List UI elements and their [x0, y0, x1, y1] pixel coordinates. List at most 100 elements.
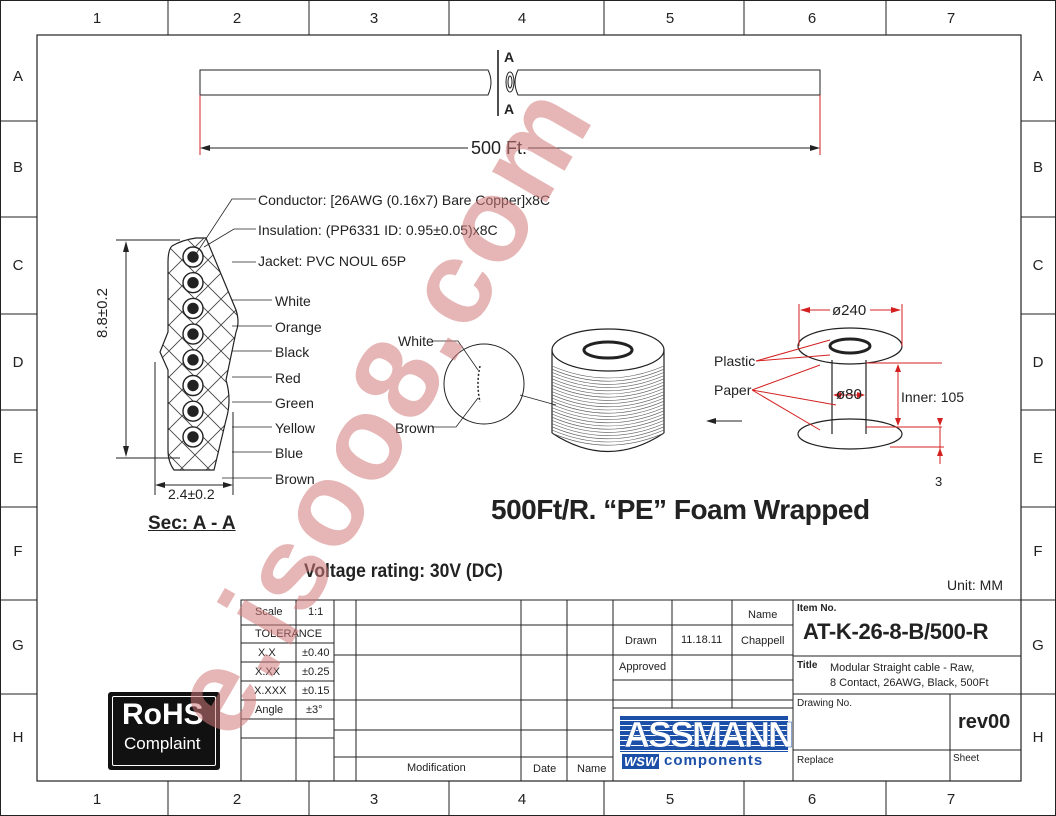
reel-winding [551, 378, 665, 392]
packaging-caption: 500Ft/R. “PE” Foam Wrapped [491, 494, 870, 525]
conductor-core [187, 302, 199, 315]
outer-diameter: ø240 [832, 302, 867, 319]
reel-winding [551, 365, 665, 379]
row-letter: H [1032, 729, 1044, 746]
item-number: AT-K-26-8-B/500-R [803, 619, 989, 644]
tolerance-row-value: ±0.15 [302, 685, 330, 697]
reel-winding [551, 432, 665, 446]
reel-winding [551, 368, 665, 382]
tolerance-row-value: ±3° [306, 704, 323, 716]
column-number: 1 [92, 10, 102, 27]
rohs-subtitle: Complaint [124, 734, 201, 753]
reel-winding [551, 375, 665, 388]
column-number: 4 [517, 791, 527, 808]
conductor-core [187, 354, 199, 366]
reel-winding [551, 420, 665, 433]
reel-winding [551, 407, 665, 420]
replace-label: Replace [797, 755, 834, 766]
revision: rev00 [958, 711, 1011, 733]
row-letter: D [12, 354, 24, 371]
approved-label: Approved [619, 661, 667, 673]
modification-label: Modification [407, 762, 466, 774]
drawn-name: Chappell [741, 635, 785, 647]
row-letter: E [1032, 450, 1043, 467]
rohs-title: RoHS [122, 698, 204, 731]
column-number: 6 [807, 10, 817, 27]
tolerance-row-label: Angle [255, 704, 284, 716]
row-letter: F [1033, 543, 1043, 560]
item-no-label: Item No. [797, 603, 837, 614]
conductor-core [187, 277, 199, 289]
reel-winding [551, 391, 665, 404]
row-letter: D [1032, 354, 1044, 371]
voltage-rating: Voltage rating: 30V (DC) [304, 561, 503, 582]
reel-winding [551, 388, 665, 401]
title-label: Title [797, 660, 818, 671]
conductor-core [187, 328, 199, 340]
column-number: 5 [665, 791, 675, 808]
row-letter: B [1032, 159, 1043, 176]
section-title: Sec: A - A [148, 513, 236, 534]
row-letter: A [1032, 68, 1043, 85]
row-letter: B [12, 159, 23, 176]
wire-color-label: Blue [275, 445, 304, 461]
scale-value: 1:1 [308, 606, 324, 618]
column-number: 5 [665, 10, 675, 27]
reel-winding [551, 404, 665, 417]
drawing-no-label: Drawing No. [797, 698, 853, 709]
conductor-core [187, 431, 199, 443]
drawn-label: Drawn [625, 635, 657, 647]
row-letter: H [12, 729, 24, 746]
name-header: Name [748, 609, 778, 621]
column-number: 2 [232, 10, 242, 27]
column-number: 2 [232, 791, 242, 808]
tolerance-label: TOLERANCE [255, 628, 323, 640]
assmann-logo: ASSMANN WSW components [620, 714, 794, 772]
reel-winding [551, 400, 665, 414]
row-letter: G [12, 637, 24, 654]
paper-label: Paper [714, 382, 752, 398]
column-number: 3 [369, 10, 379, 27]
tolerance-row-label: X.X [258, 647, 276, 659]
row-letter: G [1032, 637, 1044, 654]
logo-sub: components [664, 752, 764, 769]
logo-brand: ASSMANN [624, 714, 795, 756]
conductor-callout: Conductor: [26AWG (0.16x7) Bare Copper]x… [258, 192, 551, 208]
drawn-date: 11.18.11 [681, 634, 723, 646]
row-letter: A [12, 68, 23, 85]
inner-diameter: ø80 [836, 386, 862, 403]
reel-winding [551, 423, 665, 436]
wire-color-label: White [275, 293, 311, 309]
conductor-core [187, 405, 199, 417]
width-dimension: 2.4±0.2 [168, 486, 215, 502]
wire-color-label: Green [275, 395, 314, 411]
reel-winding [551, 381, 665, 395]
unit-label: Unit: MM [947, 577, 1003, 593]
plastic-label: Plastic [714, 353, 756, 369]
insulation-callout: Insulation: (PP6331 ID: 0.95±0.05)x8C [258, 222, 498, 238]
column-number: 1 [92, 791, 102, 808]
wire-color-label: Orange [275, 319, 322, 335]
tolerance-row-value: ±0.40 [302, 647, 330, 659]
column-number: 7 [946, 10, 956, 27]
inner-width: Inner: 105 [901, 389, 965, 405]
reel-winding [551, 413, 665, 427]
length-dimension: 500 Ft. [471, 138, 528, 158]
title-line-1: Modular Straight cable - Raw, [830, 662, 975, 674]
detail-top-label: White [398, 333, 434, 349]
reel-winding [551, 410, 665, 424]
name-label: Name [577, 763, 607, 775]
row-letter: E [12, 450, 23, 467]
jacket-callout: Jacket: PVC NOUL 65P [258, 253, 407, 269]
row-letter: C [1032, 257, 1044, 274]
row-letter: C [12, 257, 24, 274]
column-number: 4 [517, 10, 527, 27]
title-line-2: 8 Contact, 26AWG, Black, 500Ft [830, 677, 989, 689]
wire-color-label: Yellow [275, 420, 315, 436]
reel-winding [551, 384, 665, 398]
flange-thickness: 3 [935, 474, 943, 489]
row-letter: F [13, 543, 23, 560]
